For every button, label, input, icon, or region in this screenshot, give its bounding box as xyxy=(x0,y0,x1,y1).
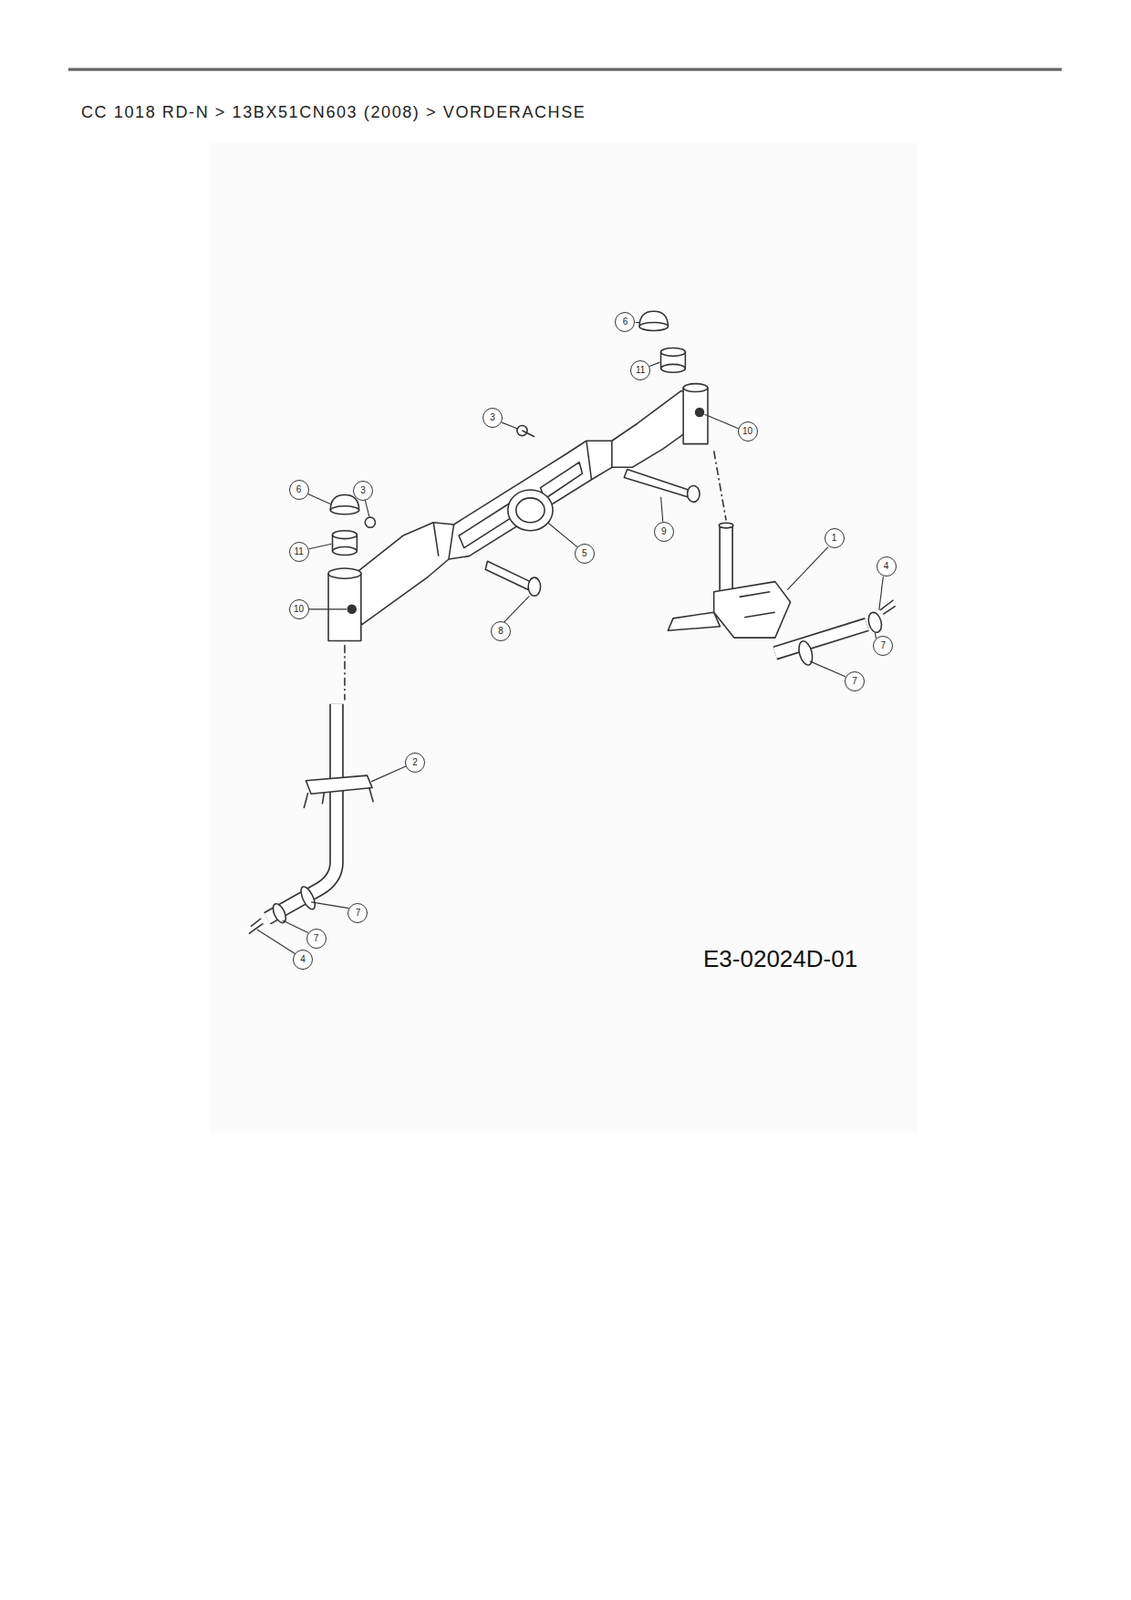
callout-number: 7 xyxy=(844,671,865,692)
page-heading: CC 1018 RD-N > 13BX51CN603 (2008) > VORD… xyxy=(81,103,586,123)
callout-number: 11 xyxy=(289,541,310,562)
callout-number: 10 xyxy=(737,421,758,442)
callout-number: 6 xyxy=(289,479,310,500)
callout-number: 1 xyxy=(824,528,845,549)
callout-number: 8 xyxy=(490,621,511,642)
callout-number: 7 xyxy=(306,928,327,949)
callout-number: 7 xyxy=(872,635,893,656)
pivot-boss xyxy=(508,489,553,531)
axle-beam xyxy=(338,390,706,624)
leader-lines xyxy=(257,321,884,954)
callout-number: 11 xyxy=(630,360,651,381)
drawing-code: E3-02024D-01 xyxy=(703,944,858,974)
callout-number: 9 xyxy=(653,521,675,542)
callout-number: 3 xyxy=(352,480,374,501)
callout-number: 5 xyxy=(574,543,595,564)
callout-number: 10 xyxy=(289,599,310,620)
drawing-panel xyxy=(208,143,918,1133)
header-rule xyxy=(68,67,1062,71)
callout-number: 4 xyxy=(876,556,897,577)
